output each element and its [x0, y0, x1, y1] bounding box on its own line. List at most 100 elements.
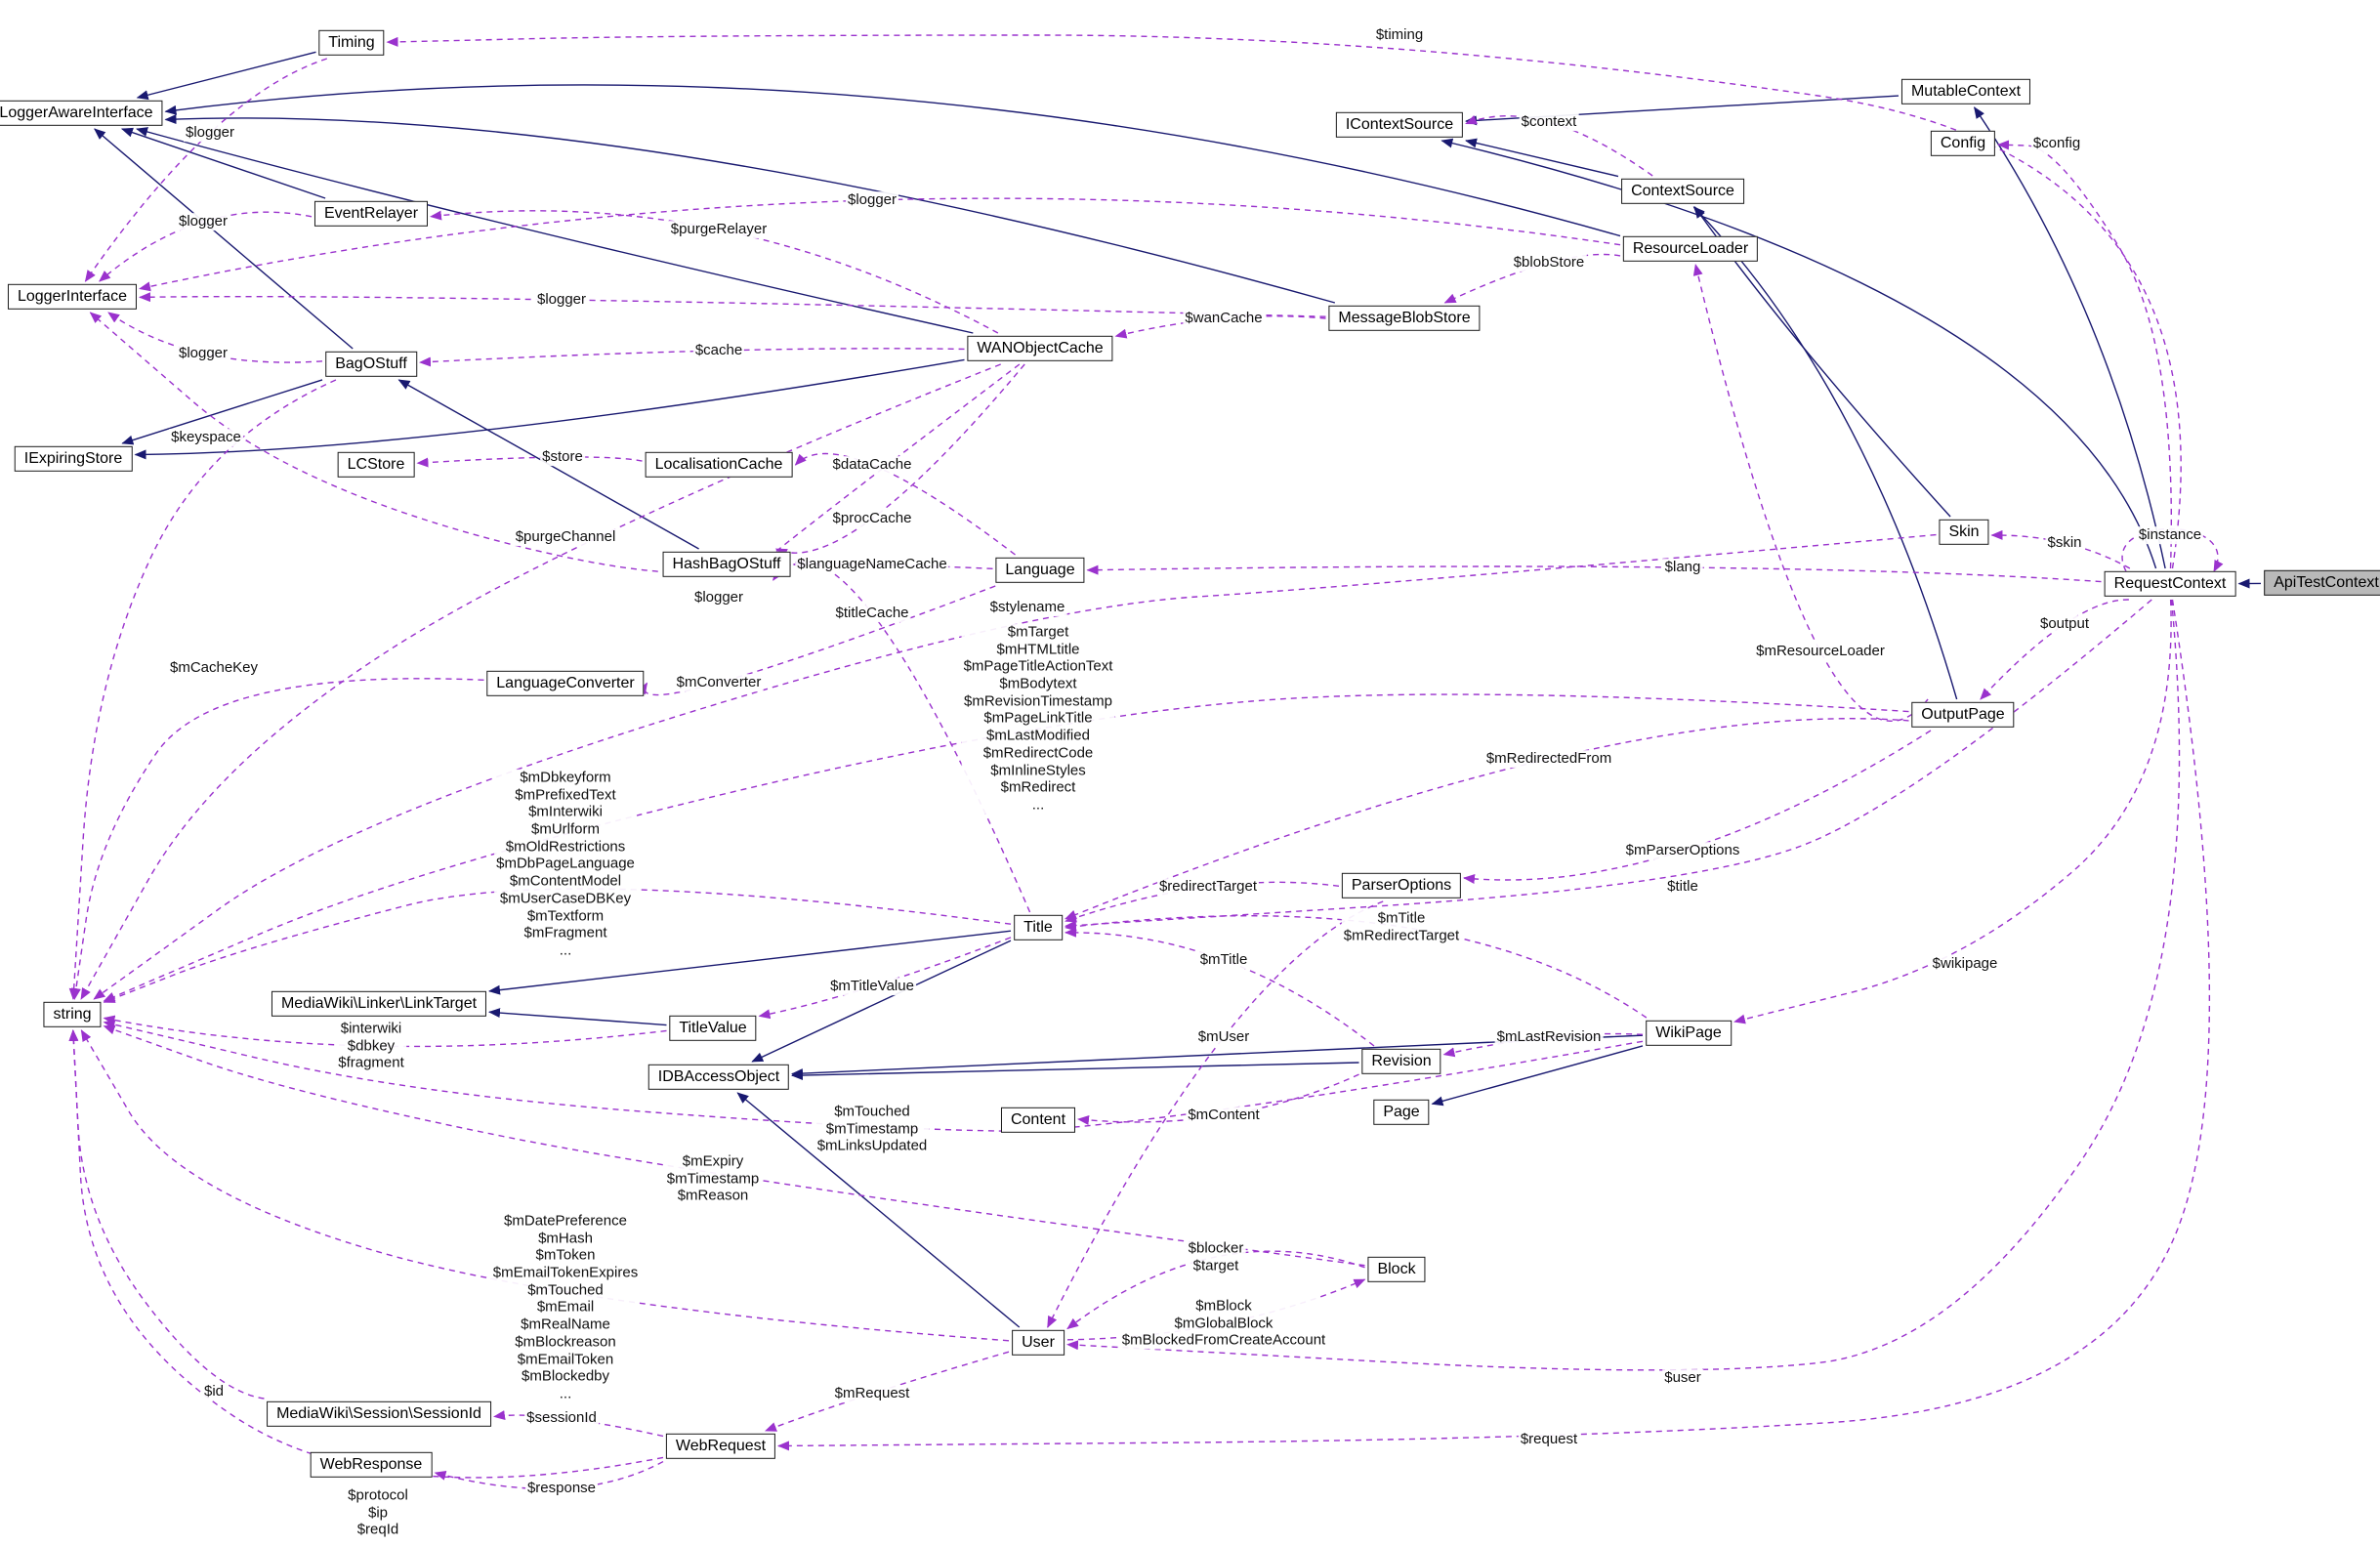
- node-string[interactable]: string: [43, 1001, 102, 1028]
- edge-label-mtitlevalue: $mTitleValue: [828, 978, 916, 995]
- edge-label-wikipage: $wikipage: [1930, 955, 2000, 973]
- node-logger-interface[interactable]: LoggerInterface: [7, 283, 138, 311]
- node-logger-aware-interface[interactable]: LoggerAwareInterface: [0, 100, 163, 127]
- edge-label-cache: $cache: [692, 342, 745, 359]
- edge-label-interwiki: $interwiki $dbkey $fragment: [336, 1020, 406, 1072]
- edge-label-mcachekey: $mCacheKey: [167, 659, 261, 677]
- edge-wan-object-cache-iexpiring-store: [134, 358, 965, 460]
- edge-label-datacache: $dataCache: [830, 456, 914, 474]
- edge-label-mredirectedfrom: $mRedirectedFrom: [1483, 750, 1614, 768]
- edge-label-blobstore: $blobStore: [1511, 254, 1587, 272]
- edge-session-id-string: [68, 1029, 265, 1400]
- edge-label-mtarget: $mTarget $mHTMLtitle $mPageTitleActionTe…: [961, 623, 1115, 815]
- edge-label-output: $output: [2037, 615, 2092, 633]
- edge-block-string: [103, 1024, 1365, 1267]
- edge-label-mtitle: $mTitle $mRedirectTarget: [1341, 909, 1462, 944]
- edge-label-instance: $instance: [2136, 526, 2204, 544]
- node-hash-bag-o-stuff[interactable]: HashBagOStuff: [662, 551, 791, 578]
- node-session-id[interactable]: MediaWiki\Session\SessionId: [267, 1400, 491, 1428]
- node-bag-o-stuff[interactable]: BagOStuff: [325, 351, 417, 378]
- node-revision[interactable]: Revision: [1361, 1048, 1441, 1075]
- edge-label-logger: $logger: [183, 124, 237, 142]
- node-title[interactable]: Title: [1014, 914, 1063, 941]
- edge-label-mdbkeyform: $mDbkeyform $mPrefixedText $mInterwiki $…: [494, 769, 637, 960]
- edge-label-timing: $timing: [1373, 26, 1426, 44]
- edge-label-sessionid: $sessionId: [524, 1409, 599, 1427]
- node-title-value[interactable]: TitleValue: [669, 1015, 757, 1042]
- node-context-source[interactable]: ContextSource: [1621, 178, 1744, 205]
- node-timing[interactable]: Timing: [318, 29, 385, 57]
- node-user[interactable]: User: [1012, 1329, 1065, 1357]
- edge-label-mblock: $mBlock $mGlobalBlock $mBlockedFromCreat…: [1119, 1297, 1328, 1350]
- edge-title-idb-access-object: [751, 940, 1012, 1063]
- edge-label-purgechannel: $purgeChannel: [513, 528, 618, 546]
- edge-timing-logger-aware-interface: [136, 51, 316, 101]
- edge-request-context-language: [1086, 564, 2102, 583]
- edge-label-stylename: $stylename: [987, 599, 1067, 616]
- edge-label-user: $user: [1662, 1369, 1703, 1387]
- edge-label-id: $id: [201, 1383, 227, 1400]
- node-lc-store[interactable]: LCStore: [337, 451, 415, 479]
- edge-label-muser: $mUser: [1195, 1028, 1252, 1046]
- node-localisation-cache[interactable]: LocalisationCache: [645, 451, 793, 479]
- node-iexpiring-store[interactable]: IExpiringStore: [14, 445, 133, 473]
- node-wiki-page[interactable]: WikiPage: [1646, 1020, 1732, 1047]
- edge-label-mdatepreference: $mDatePreference $mHash $mToken $mEmailT…: [490, 1212, 641, 1403]
- node-link-target[interactable]: MediaWiki\Linker\LinkTarget: [271, 990, 487, 1018]
- node-language-converter[interactable]: LanguageConverter: [486, 670, 645, 697]
- edge-label-response: $response: [524, 1480, 599, 1497]
- node-resource-loader[interactable]: ResourceLoader: [1622, 235, 1759, 263]
- node-event-relayer[interactable]: EventRelayer: [313, 200, 429, 228]
- edge-label-lang: $lang: [1662, 559, 1703, 576]
- node-web-request[interactable]: WebRequest: [665, 1433, 776, 1460]
- node-api-test-context[interactable]: ApiTestContext: [2264, 569, 2380, 597]
- node-language[interactable]: Language: [995, 557, 1085, 584]
- edge-label-logger: $logger: [534, 291, 589, 309]
- node-mutable-context[interactable]: MutableContext: [1900, 78, 2031, 105]
- edge-context-source-icontext-source: [1465, 138, 1619, 178]
- edge-label-titlecache: $titleCache: [833, 605, 911, 622]
- edge-request-context-timing: [386, 34, 2182, 569]
- node-web-response[interactable]: WebResponse: [310, 1451, 433, 1479]
- edge-label-request: $request: [1518, 1431, 1580, 1448]
- edge-label-purgerelayer: $purgeRelayer: [668, 221, 770, 238]
- edge-localisation-cache-lc-store: [416, 456, 643, 468]
- node-wan-object-cache[interactable]: WANObjectCache: [967, 335, 1113, 362]
- edge-label-languagenamecache: $languageNameCache: [795, 556, 949, 573]
- node-output-page[interactable]: OutputPage: [1911, 701, 2015, 729]
- edge-bag-o-stuff-logger-aware-interface: [94, 128, 354, 350]
- edge-label-wancache: $wanCache: [1183, 310, 1265, 327]
- node-request-context[interactable]: RequestContext: [2104, 570, 2236, 598]
- edge-label-logger: $logger: [691, 589, 746, 606]
- edge-message-blob-store-logger-interface: [139, 292, 1326, 317]
- edge-request-context-mutable-context: [1974, 106, 2166, 569]
- node-parser-options[interactable]: ParserOptions: [1341, 872, 1462, 899]
- edge-wiki-page-page: [1431, 1045, 1644, 1107]
- edge-label-mexpiry: $mExpiry $mTimestamp $mReason: [664, 1152, 762, 1205]
- node-content[interactable]: Content: [1000, 1107, 1076, 1134]
- edge-label-mtouched: $mTouched $mTimestamp $mLinksUpdated: [814, 1103, 930, 1155]
- node-skin[interactable]: Skin: [1939, 519, 1989, 546]
- edge-label-protocol: $protocol $ip $reqId: [346, 1486, 410, 1539]
- edge-label-mconverter: $mConverter: [674, 674, 764, 691]
- edge-label-keyspace: $keyspace: [169, 429, 243, 446]
- edge-label-skin: $skin: [2045, 534, 2084, 552]
- edge-label-redirecttarget: $redirectTarget: [1156, 878, 1260, 896]
- node-block[interactable]: Block: [1367, 1256, 1426, 1283]
- node-icontext-source[interactable]: IContextSource: [1335, 111, 1464, 139]
- edge-label-logger: $logger: [176, 345, 230, 362]
- edge-request-context-icontext-source: [1441, 138, 2157, 569]
- edge-label-context: $context: [1519, 113, 1579, 131]
- node-page[interactable]: Page: [1373, 1099, 1430, 1126]
- edge-label-mcontent: $mContent: [1186, 1107, 1262, 1124]
- edge-label-blocker: $blocker $target: [1186, 1239, 1246, 1274]
- edge-bag-o-stuff-string: [68, 379, 337, 1000]
- node-config[interactable]: Config: [1930, 130, 1996, 157]
- edge-title-value-link-target: [488, 1008, 667, 1026]
- edge-label-logger: $logger: [845, 191, 899, 209]
- node-message-blob-store[interactable]: MessageBlobStore: [1328, 305, 1481, 332]
- edge-wan-object-cache-bag-o-stuff: [419, 348, 965, 367]
- edge-label-mlastrevision: $mLastRevision: [1494, 1028, 1604, 1046]
- node-idb-access-object[interactable]: IDBAccessObject: [647, 1064, 790, 1091]
